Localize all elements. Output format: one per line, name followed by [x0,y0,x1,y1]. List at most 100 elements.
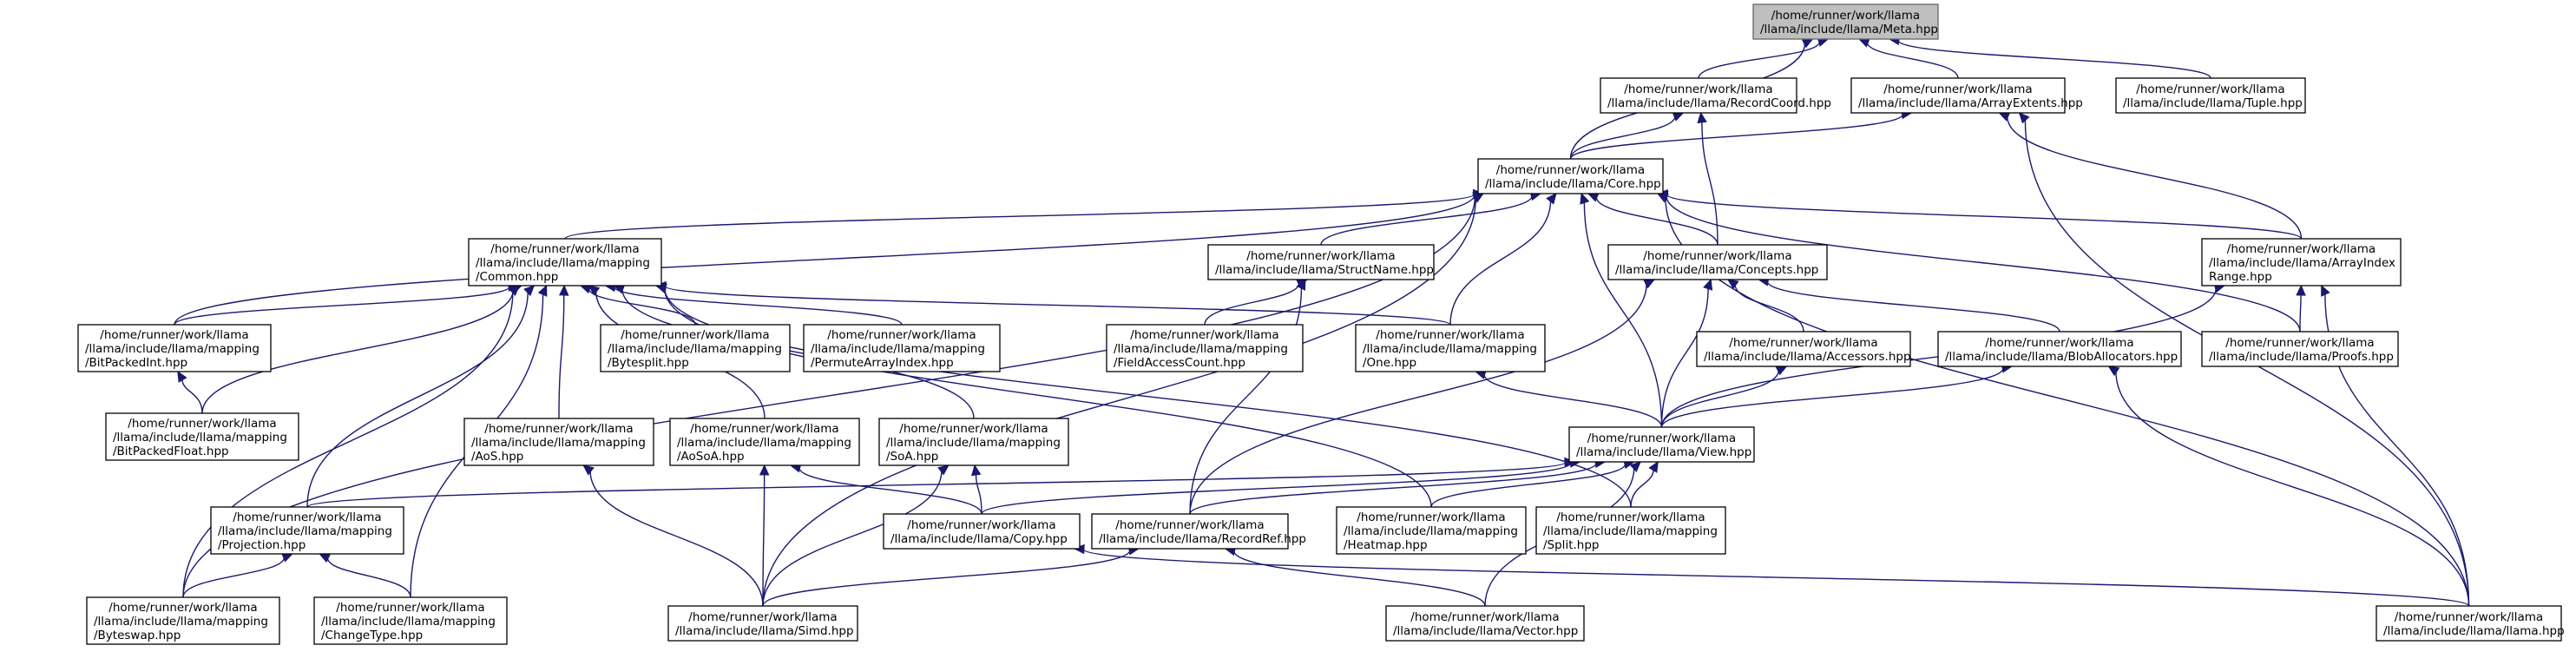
node-meta[interactable]: /home/runner/work/llama/llama/include/ll… [1752,3,1939,40]
node-label-line: /Projection.hpp [218,538,306,552]
node-proofs[interactable]: /home/runner/work/llama/llama/include/ll… [2201,331,2399,367]
node-vector[interactable]: /home/runner/work/llama/llama/include/ll… [1385,605,1585,642]
node-recordcoord[interactable]: /home/runner/work/llama/llama/include/ll… [1600,77,1831,114]
node-bytesplit[interactable]: /home/runner/work/llama/llama/include/ll… [600,324,791,372]
node-common[interactable]: /home/runner/work/llama/llama/include/ll… [468,238,662,286]
node-arrayextents[interactable]: /home/runner/work/llama/llama/include/ll… [1850,77,2083,114]
edge-line [762,471,943,607]
node-label-line: /home/runner/work/llama [1587,431,1736,445]
edge-arrayindexrange-to-core [1656,189,2303,240]
edge-line [326,557,411,598]
edge-line [1666,195,2301,333]
edge-arrowhead [558,284,569,296]
node-recordref[interactable]: /home/runner/work/llama/llama/include/ll… [1091,513,1306,550]
node-aosoa[interactable]: /home/runner/work/llama/llama/include/ll… [669,418,860,466]
node-label-line: /home/runner/work/llama [1883,82,2032,96]
node-projection[interactable]: /home/runner/work/llama/llama/include/ll… [210,506,404,555]
node-box [1937,331,2182,367]
node-label-line: Range.hpp [2209,270,2272,284]
node-label-line: /ChangeType.hpp [321,629,423,642]
node-accessors[interactable]: /home/runner/work/llama/llama/include/ll… [1696,331,1911,367]
node-heatmap[interactable]: /home/runner/work/llama/llama/include/ll… [1336,506,1527,555]
edge-arrowhead [937,464,950,476]
edge-arrowhead [1546,193,1557,205]
edge-one-to-common [654,280,1451,326]
node-label-line: /Byteswap.hpp [94,629,181,642]
node-label-line: /PermuteArrayIndex.hpp [811,356,954,370]
node-changetype[interactable]: /home/runner/work/llama/llama/include/ll… [313,596,508,645]
edge-simd-to-recordref [762,545,1140,607]
node-label-line: /home/runner/work/llama [899,422,1048,436]
node-core[interactable]: /home/runner/work/llama/llama/include/ll… [1477,158,1664,194]
node-box [1207,244,1435,280]
node-view[interactable]: /home/runner/work/llama/llama/include/ll… [1568,426,1755,463]
node-soa[interactable]: /home/runner/work/llama/llama/include/ll… [878,418,1069,466]
node-aos[interactable]: /home/runner/work/llama/llama/include/ll… [463,418,654,466]
edge-line [1660,370,1780,428]
edge-line [182,291,514,598]
edge-line [2115,371,2470,607]
node-arrayindexrange[interactable]: /home/runner/work/llama/llama/include/ll… [2201,238,2402,286]
node-llama[interactable]: /home/runner/work/llama/llama/include/ll… [2376,605,2565,642]
node-box [2376,605,2562,642]
node-box [1600,77,1797,114]
edge-view-to-one [1475,369,1663,428]
edge-arrowhead [1643,279,1656,289]
edge-line [664,285,1451,326]
node-label-line: /Common.hpp [476,270,558,284]
node-box [1535,506,1726,555]
edge-accessors-to-concepts [1726,279,1804,333]
edge-arrowhead [970,464,982,477]
node-bloballocators[interactable]: /home/runner/work/llama/llama/include/ll… [1937,331,2182,367]
node-byteswap[interactable]: /home/runner/work/llama/llama/include/ll… [86,596,280,645]
node-box [1850,77,2066,114]
node-simd[interactable]: /home/runner/work/llama/llama/include/ll… [667,605,858,642]
node-label-line: /llama/include/llama/mapping [886,436,1061,450]
node-concepts[interactable]: /home/runner/work/llama/llama/include/ll… [1607,244,1828,280]
node-box [1355,324,1546,372]
node-label-line: /llama/include/llama/mapping [471,436,646,450]
node-label-line: /Heatmap.hpp [1344,538,1428,552]
edge-copy-to-view [981,458,1581,515]
node-label-line: /llama/include/llama/RecordCoord.hpp [1607,96,1831,110]
node-label-line: /FieldAccessCount.hpp [1114,356,1245,370]
node-bitpackedfloat[interactable]: /home/runner/work/llama/llama/include/ll… [105,412,299,461]
edge-line [1666,194,2303,240]
node-label-line: /llama/include/llama/mapping [677,436,851,450]
edge-line [558,293,565,419]
edge-vector-to-recordref [1224,545,1486,607]
node-copy[interactable]: /home/runner/work/llama/llama/include/ll… [883,513,1081,550]
node-label-line: /home/runner/work/llama [1130,328,1278,342]
node-label-line: /home/runner/work/llama [336,601,484,615]
edge-structname-to-core [1320,190,1542,246]
edge-core-to-recordcoord [1569,111,1685,160]
edge-line [2006,115,2303,240]
node-label-line: /home/runner/work/llama [1985,336,2133,350]
node-label-line: /home/runner/work/llama [621,328,769,342]
node-label-line: /llama/include/llama/Simd.hpp [675,624,854,638]
node-box [210,506,404,555]
node-label-line: /llama/include/llama/mapping [608,342,782,356]
node-tuple[interactable]: /home/runner/work/llama/llama/include/ll… [2115,77,2306,114]
edge-view-to-core [1580,192,1663,428]
node-label-line: /Split.hpp [1543,538,1599,552]
node-label-line: /llama/include/llama/mapping [85,342,260,356]
node-label-line: /llama/include/llama/Concepts.hpp [1615,263,1818,277]
edge-line [1483,373,1663,428]
node-label-line: /llama/include/llama/mapping [1363,342,1537,356]
node-one[interactable]: /home/runner/work/llama/llama/include/ll… [1355,324,1546,372]
node-bitpackedint[interactable]: /home/runner/work/llama/llama/include/ll… [77,324,272,372]
node-permutearrayindex[interactable]: /home/runner/work/llama/llama/include/ll… [803,324,1001,372]
node-label-line: /llama/include/llama/Proofs.hpp [2209,350,2394,364]
edge-arrowhead [1648,460,1659,473]
node-label-line: /BitPackedInt.hpp [85,356,187,370]
node-split[interactable]: /home/runner/work/llama/llama/include/ll… [1535,506,1726,555]
edge-heatmap-to-common [654,283,1432,508]
node-fieldaccesscount[interactable]: /home/runner/work/llama/llama/include/ll… [1106,324,1304,372]
node-box [86,596,280,645]
edge-arrowhead [1703,278,1713,291]
edge-arrowhead [537,284,548,297]
edge-arrowhead [1656,193,1669,203]
node-structname[interactable]: /home/runner/work/llama/llama/include/ll… [1207,244,1435,280]
edge-line [201,288,515,414]
